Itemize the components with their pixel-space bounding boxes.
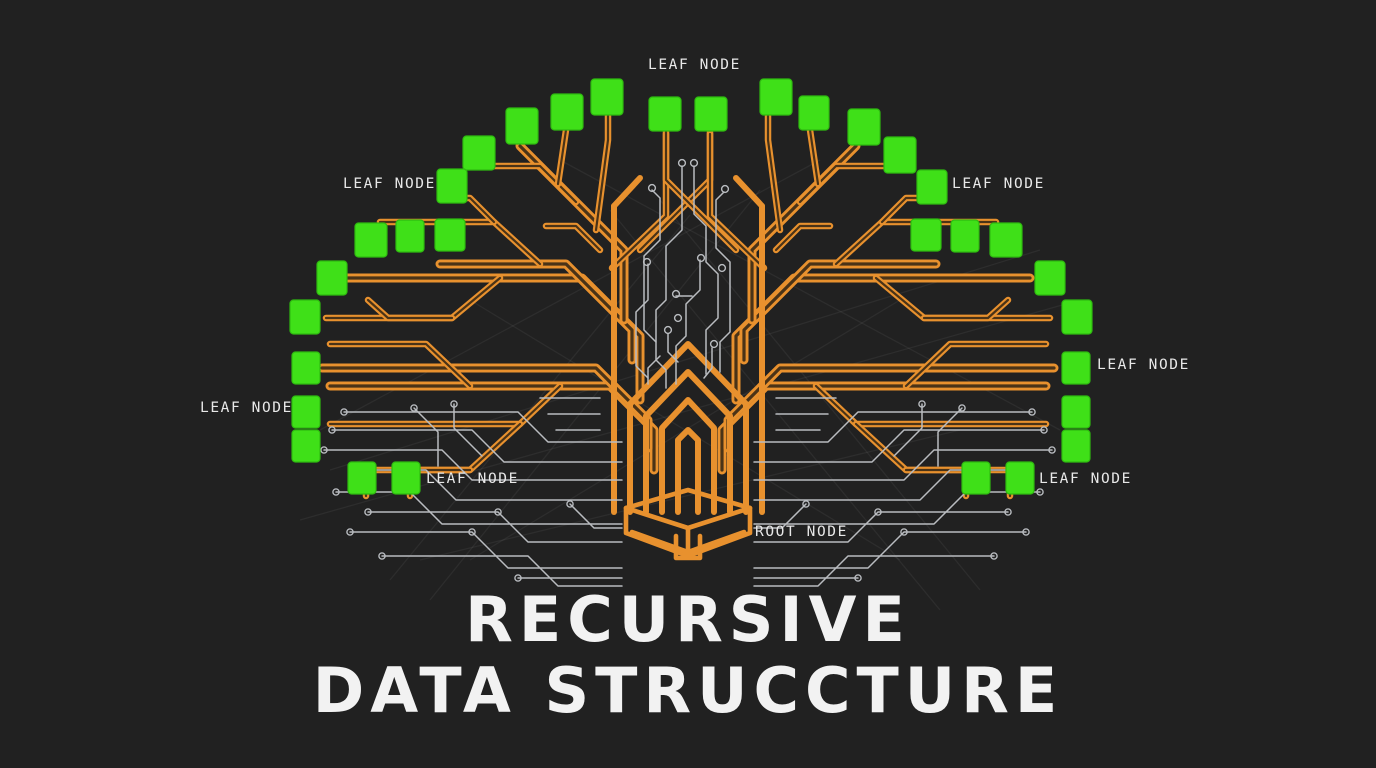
label-leaf-upper-left: LEAF NODE <box>343 176 436 192</box>
leaf-node-square <box>648 96 682 132</box>
leaf-node-square <box>462 135 496 171</box>
label-leaf-top: LEAF NODE <box>648 57 741 73</box>
leaf-node-square <box>950 219 980 253</box>
leaf-node-square <box>1034 260 1066 296</box>
label-root: ROOT NODE <box>755 524 848 540</box>
leaf-node-square <box>347 461 377 495</box>
title-line-1: RECURSIVE <box>465 583 911 656</box>
leaf-node-square <box>847 108 881 146</box>
leaf-node-square <box>1005 461 1035 495</box>
label-leaf-upper-right: LEAF NODE <box>952 176 1045 192</box>
leaf-node-square <box>694 96 728 132</box>
leaf-node-square <box>883 136 917 174</box>
leaf-node-square <box>505 107 539 145</box>
leaf-node-square <box>550 93 584 131</box>
leaf-node-square <box>291 429 321 463</box>
leaf-node-square <box>395 219 425 253</box>
leaf-node-square <box>316 260 348 296</box>
label-leaf-mid-left: LEAF NODE <box>200 400 293 416</box>
title-line-2: DATA STRUCCTURE <box>312 653 1064 727</box>
label-leaf-lower-right: LEAF NODE <box>1039 471 1132 487</box>
leaf-node-square <box>354 222 388 258</box>
leaf-node-square <box>1061 395 1091 429</box>
leaf-node-square <box>989 222 1023 258</box>
leaf-node-square <box>961 461 991 495</box>
root-base-block <box>623 487 753 561</box>
leaf-node-square <box>798 95 830 131</box>
leaf-node-square <box>590 78 624 116</box>
leaf-node-square <box>434 218 466 252</box>
leaf-nodes-layer <box>289 78 1093 495</box>
leaf-node-square <box>910 218 942 252</box>
poster-title: RECURSIVE DATA STRUCCTURE <box>0 583 1376 727</box>
leaf-node-square <box>291 395 321 429</box>
leaf-node-square <box>1061 351 1091 385</box>
label-leaf-mid-right: LEAF NODE <box>1097 357 1190 373</box>
label-leaf-lower-left: LEAF NODE <box>426 471 519 487</box>
leaf-node-square <box>1061 299 1093 335</box>
leaf-node-square <box>759 78 793 116</box>
trunk-circuit-traces <box>635 158 731 389</box>
leaf-node-square <box>291 351 321 385</box>
branches-left <box>317 112 714 500</box>
leaf-node-square <box>289 299 321 335</box>
circuit-ticks <box>539 397 837 431</box>
leaf-node-square <box>436 168 468 204</box>
leaf-node-square <box>916 169 948 205</box>
tree-trunk <box>611 175 765 515</box>
leaf-node-square <box>1061 429 1091 463</box>
leaf-node-square <box>391 461 421 495</box>
